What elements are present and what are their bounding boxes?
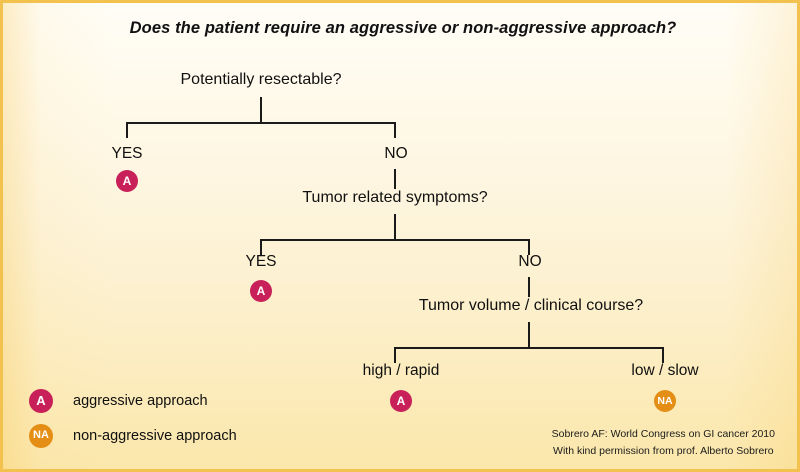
node-level1-question: Tumor related symptoms?	[302, 189, 488, 206]
legend-item-aggressive: A aggressive approach	[29, 383, 237, 418]
edge-level1-left-drop	[126, 122, 128, 138]
edge-level2-right-drop	[528, 239, 530, 255]
edge-root-stem	[260, 97, 262, 124]
node-level2-question: Tumor volume / clinical course?	[418, 297, 644, 314]
badge-aggressive-level2: A	[250, 280, 272, 302]
edge-level1-right-drop	[394, 122, 396, 138]
edge-label-level2-no: NO	[518, 253, 542, 270]
badge-non-aggressive-level3: NA	[654, 390, 676, 412]
edge-label-level2-yes: YES	[245, 253, 277, 270]
edge-level1-no-stem	[394, 169, 396, 189]
legend-item-non-aggressive: NA non-aggressive approach	[29, 418, 237, 453]
node-root-question: Potentially resectable?	[180, 71, 342, 88]
legend-label-non-aggressive: non-aggressive approach	[73, 427, 237, 444]
edge-level3-right-drop	[662, 347, 664, 363]
edge-label-level1-no: NO	[384, 145, 408, 162]
page-title: Does the patient require an aggressive o…	[129, 19, 677, 37]
badge-aggressive-level3: A	[390, 390, 412, 412]
attribution-line-2: With kind permission from prof. Alberto …	[553, 444, 774, 457]
legend-label-aggressive: aggressive approach	[73, 392, 208, 409]
edge-level2-stem	[394, 214, 396, 241]
edge-label-level3-left: high / rapid	[362, 362, 440, 379]
attribution: Sobrero AF: World Congress on GI cancer …	[552, 426, 775, 459]
badge-aggressive-level1: A	[116, 170, 138, 192]
legend: A aggressive approach NA non-aggressive …	[29, 383, 237, 453]
edge-level3-horizontal	[394, 347, 664, 349]
edge-label-level1-yes: YES	[111, 145, 143, 162]
edge-level1-horizontal	[126, 122, 396, 124]
edge-level2-no-stem	[528, 277, 530, 297]
attribution-line-1: Sobrero AF: World Congress on GI cancer …	[551, 428, 775, 441]
legend-badge-non-aggressive: NA	[29, 423, 53, 448]
edge-label-level3-right: low / slow	[631, 362, 699, 379]
edge-level3-left-drop	[394, 347, 396, 363]
edge-level2-horizontal	[260, 239, 530, 241]
edge-level2-left-drop	[260, 239, 262, 255]
legend-badge-aggressive: A	[29, 388, 53, 413]
edge-level3-stem	[528, 322, 530, 349]
